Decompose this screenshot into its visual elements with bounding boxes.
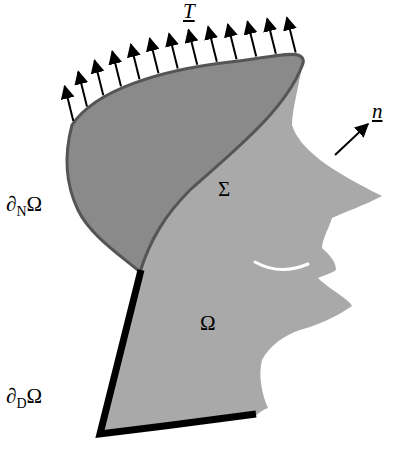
normal-label: n xyxy=(372,100,383,123)
domain-label: Ω xyxy=(200,312,216,335)
neumann-boundary-label: ∂NΩ xyxy=(6,193,42,216)
traction-arrow xyxy=(131,44,140,79)
interface-label: Σ xyxy=(218,178,230,201)
traction-arrow xyxy=(169,34,178,69)
traction-arrow xyxy=(78,72,87,107)
traction-arrow xyxy=(95,60,104,95)
traction-arrow xyxy=(112,51,121,86)
dirichlet-boundary xyxy=(100,270,256,434)
traction-arrow xyxy=(150,38,159,73)
mouth xyxy=(255,262,308,270)
traction-arrow xyxy=(189,30,198,65)
dirichlet-boundary-label: ∂DΩ xyxy=(6,385,42,408)
eye xyxy=(299,131,315,145)
normal-arrow xyxy=(335,124,368,155)
traction-arrow xyxy=(208,27,217,62)
traction-arrow xyxy=(228,24,237,59)
traction-arrow xyxy=(247,22,256,57)
traction-arrows xyxy=(65,18,296,121)
traction-arrow xyxy=(287,18,296,53)
traction-boundary-guide xyxy=(72,54,298,125)
traction-arrow xyxy=(267,19,276,54)
traction-label: T xyxy=(183,0,195,23)
cap-region xyxy=(67,54,303,272)
head-region xyxy=(67,54,382,436)
traction-arrow xyxy=(65,86,74,121)
